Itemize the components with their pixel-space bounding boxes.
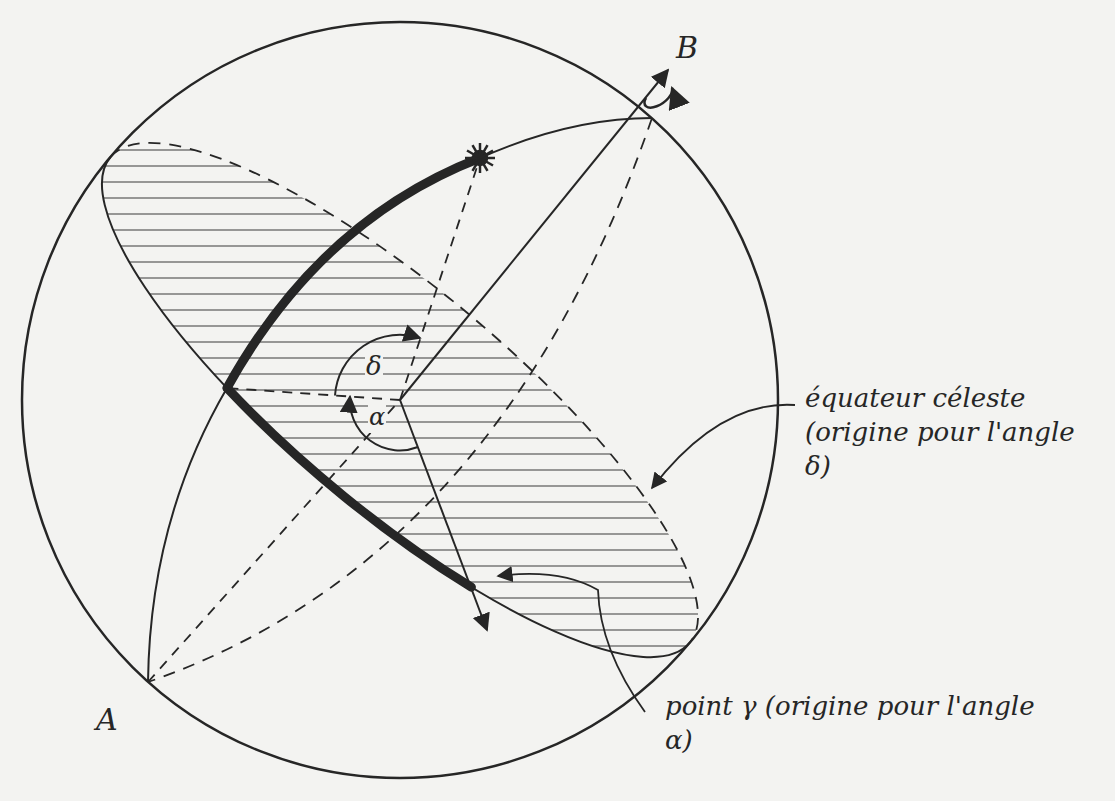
hatch-line — [95, 373, 710, 374]
meridian-back — [148, 118, 652, 682]
hatch-line — [95, 309, 710, 310]
hatch-line — [95, 293, 710, 294]
hatch-line — [95, 613, 710, 614]
star-direction — [400, 158, 480, 400]
hatch-line — [95, 325, 710, 326]
alpha-angle-arc — [350, 397, 418, 451]
hatch-line — [95, 453, 710, 454]
hatch-line — [95, 277, 710, 278]
pole-label: B — [676, 28, 698, 67]
hatch-line — [95, 549, 710, 550]
hatch-line — [95, 181, 710, 182]
star-spoke — [480, 151, 493, 159]
hatch-line — [95, 645, 710, 646]
leader-line — [498, 574, 645, 712]
hatch-line — [95, 629, 710, 630]
hatch-line — [95, 229, 710, 230]
hatch-line — [95, 501, 710, 502]
pole-label: A — [96, 700, 118, 739]
polar-axis-hidden — [148, 400, 400, 682]
hatch-line — [95, 165, 710, 166]
hatch-line — [95, 581, 710, 582]
hatch-line — [95, 533, 710, 534]
hatch-line — [95, 437, 710, 438]
equator-front — [40, 157, 690, 727]
hatch-line — [95, 517, 710, 518]
hatch-line — [95, 149, 710, 150]
angle-label: δ — [365, 350, 383, 384]
meridian-front-upper — [480, 118, 652, 158]
delta-angle-arc — [335, 335, 420, 396]
angle-label: α — [368, 402, 386, 433]
polar-axis — [400, 70, 668, 400]
leader-line — [652, 405, 795, 488]
hatch-line — [95, 357, 710, 358]
callout-note: point γ (origine pour l'angle α) — [665, 690, 1065, 758]
hatch-line — [95, 485, 710, 486]
hatch-line — [95, 421, 710, 422]
hatch-line — [95, 245, 710, 246]
hatch-line — [95, 213, 710, 214]
sphere-outline — [22, 22, 778, 778]
callout-note: équateur céleste (origine pour l'angle δ… — [805, 382, 1090, 483]
hatch-line — [95, 597, 710, 598]
rotation-arrow — [645, 88, 673, 108]
equator-radius — [227, 388, 400, 400]
hatch-line — [95, 565, 710, 566]
gamma-direction — [400, 400, 487, 630]
star-symbol — [465, 143, 495, 173]
